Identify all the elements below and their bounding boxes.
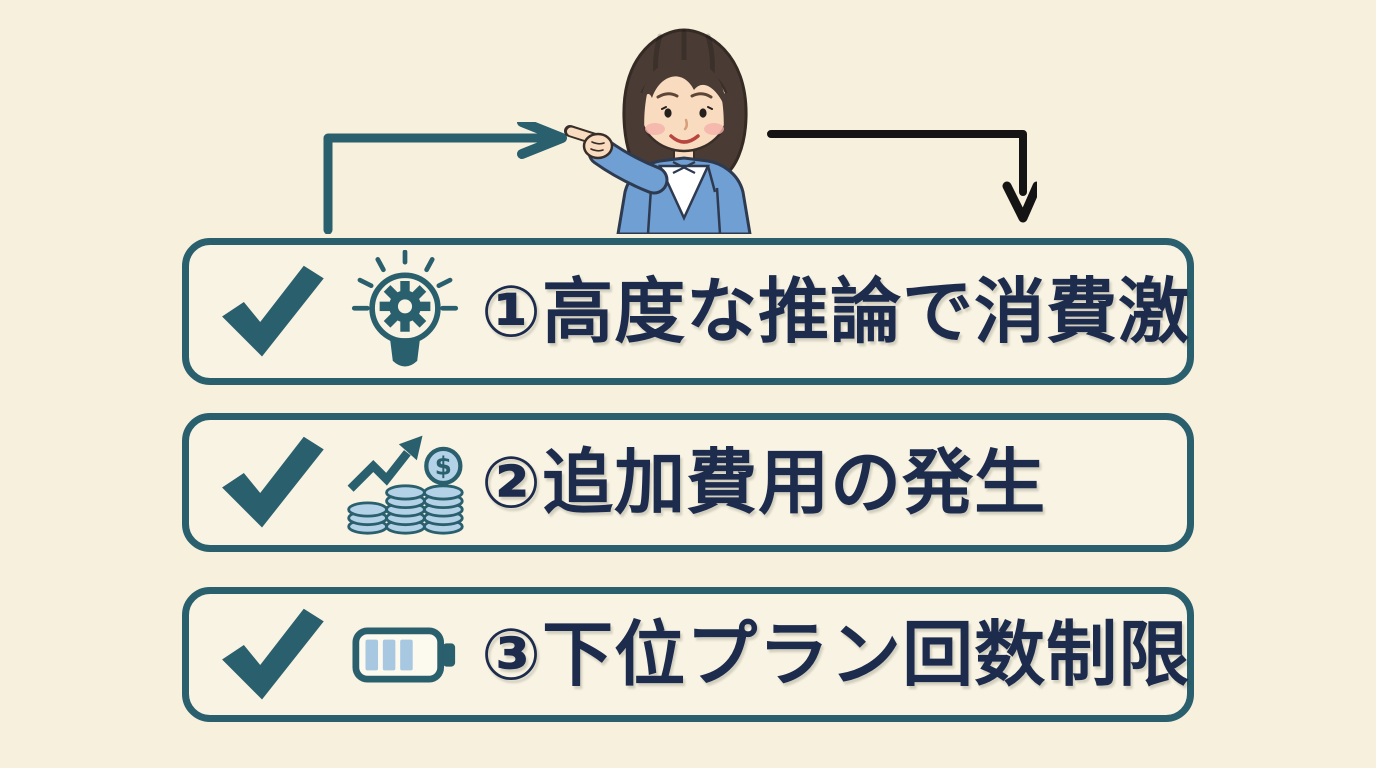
checkmark-icon [209,433,335,533]
item-label-3: ③下位プラン回数制限 [481,613,1191,696]
item-box-1: ①高度な推論で消費激 [182,238,1194,385]
item-label-1: ①高度な推論で消費激 [481,270,1191,353]
checkmark-icon [209,605,335,705]
rising-coins-chart-icon: $ [335,430,475,536]
item-box-2: $ ②追加費用の発生 [182,413,1194,552]
item-label-2: ②追加費用の発生 [481,441,1047,524]
bangs [640,60,727,112]
checkmark-icon [209,262,335,362]
item-box-3: ③下位プラン回数制限 [182,587,1194,722]
flow-arrow-left [323,122,567,234]
dollar-symbol: $ [435,451,452,480]
woman-presenter-illustration [564,28,752,234]
battery-icon [335,624,475,686]
lightbulb-gear-icon [335,249,475,374]
flow-arrow-right [767,130,1037,223]
